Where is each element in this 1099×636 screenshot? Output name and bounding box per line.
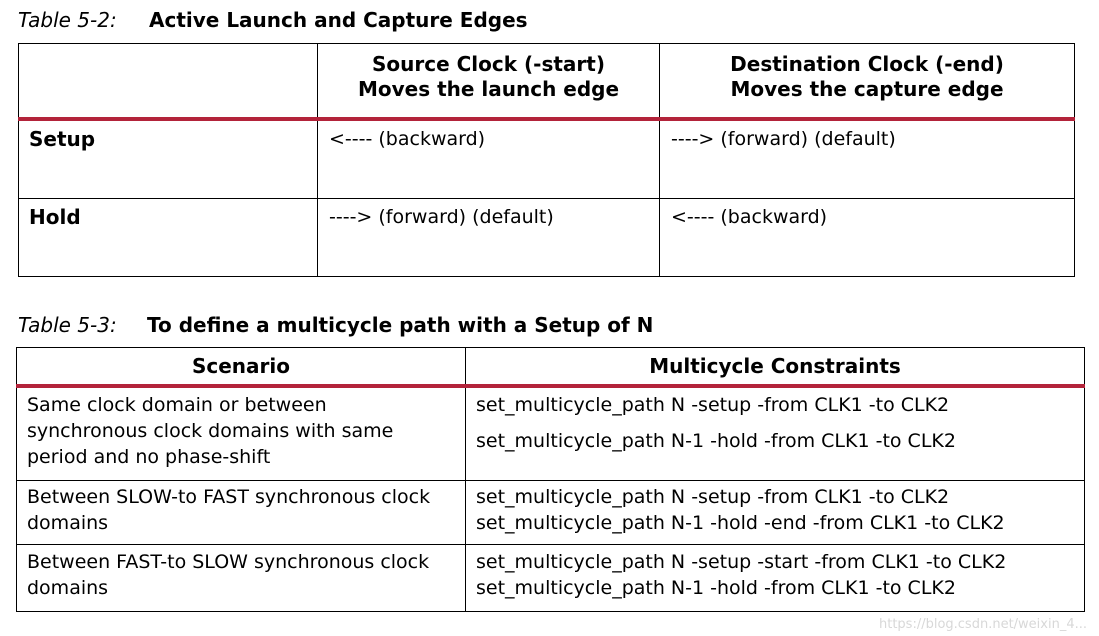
scenario-cell: Between SLOW-to FAST synchronous clock d… xyxy=(16,480,466,545)
constraints-cell: set_multicycle_path N -setup -start -fro… xyxy=(465,544,1085,612)
hold-source-cell: ----> (forward) (default) xyxy=(317,198,660,277)
header-source-line1: Source Clock (-start) xyxy=(372,52,605,76)
setup-dest-cell: ----> (forward) (default) xyxy=(659,118,1075,199)
constraint-command: set_multicycle_path N-1 -hold -end -from… xyxy=(476,512,1005,534)
watermark: https://blog.csdn.net/weixin_4... xyxy=(878,617,1087,632)
table-row: Between SLOW-to FAST synchronous clock d… xyxy=(16,480,1085,545)
table-5-2-title: Active Launch and Capture Edges xyxy=(149,8,528,32)
scenario-text-line: domains xyxy=(27,577,109,599)
table-5-3-caption: Table 5-3: To define a multicycle path wi… xyxy=(18,313,653,337)
table-5-2-number: Table 5-2: xyxy=(18,8,117,32)
scenario-cell: Same clock domain or between synchronous… xyxy=(16,385,466,481)
row-label-setup: Setup xyxy=(18,118,318,199)
table-row: Setup <---- (backward) ----> (forward) (… xyxy=(18,118,1075,199)
header-multicycle-constraints: Multicycle Constraints xyxy=(465,347,1085,388)
scenario-text-line: Between FAST-to SLOW synchronous clock xyxy=(27,551,430,573)
header-destination-clock: Destination Clock (-end) Moves the captu… xyxy=(659,43,1075,121)
scenario-text-line: Between SLOW-to FAST synchronous clock xyxy=(27,486,431,508)
header-empty-cell xyxy=(18,43,318,121)
table-row: Hold ----> (forward) (default) <---- (ba… xyxy=(18,198,1075,277)
scenario-cell: Between FAST-to SLOW synchronous clock d… xyxy=(16,544,466,612)
scenario-text-line: Same clock domain or between xyxy=(27,394,327,416)
constraint-command: set_multicycle_path N -setup -from CLK1 … xyxy=(476,486,950,508)
table-5-3-title: To define a multicycle path with a Setup… xyxy=(147,313,654,337)
table-5-3-number: Table 5-3: xyxy=(18,313,117,337)
constraint-command: set_multicycle_path N-1 -hold -from CLK1… xyxy=(476,577,956,599)
header-scenario: Scenario xyxy=(16,347,466,388)
active-launch-capture-table: Source Clock (-start) Moves the launch e… xyxy=(18,43,1075,277)
table-5-2-caption: Table 5-2: Active Launch and Capture Edge… xyxy=(18,8,528,32)
setup-source-cell: <---- (backward) xyxy=(317,118,660,199)
header-dest-line1: Destination Clock (-end) xyxy=(730,52,1004,76)
row-label-hold: Hold xyxy=(18,198,318,277)
constraint-command: set_multicycle_path N -setup -from CLK1 … xyxy=(476,394,950,416)
table-row: Same clock domain or between synchronous… xyxy=(16,385,1085,481)
constraints-cell: set_multicycle_path N -setup -from CLK1 … xyxy=(465,480,1085,545)
scenario-text-line: domains xyxy=(27,512,109,534)
header-source-line2: Moves the launch edge xyxy=(357,77,620,101)
constraint-command: set_multicycle_path N -setup -start -fro… xyxy=(476,551,1007,573)
hold-dest-cell: <---- (backward) xyxy=(659,198,1075,277)
multicycle-path-table: Scenario Multicycle Constraints Same clo… xyxy=(16,347,1085,612)
constraints-cell: set_multicycle_path N -setup -from CLK1 … xyxy=(465,385,1085,481)
table-header-row: Scenario Multicycle Constraints xyxy=(16,347,1085,388)
table-header-row: Source Clock (-start) Moves the launch e… xyxy=(18,43,1075,121)
scenario-text-line: synchronous clock domains with same xyxy=(27,420,394,442)
header-source-clock: Source Clock (-start) Moves the launch e… xyxy=(317,43,660,121)
header-dest-line2: Moves the capture edge xyxy=(730,77,1004,101)
constraint-command: set_multicycle_path N-1 -hold -from CLK1… xyxy=(476,430,956,452)
scenario-text-line: period and no phase-shift xyxy=(27,446,271,468)
table-row: Between FAST-to SLOW synchronous clock d… xyxy=(16,544,1085,612)
